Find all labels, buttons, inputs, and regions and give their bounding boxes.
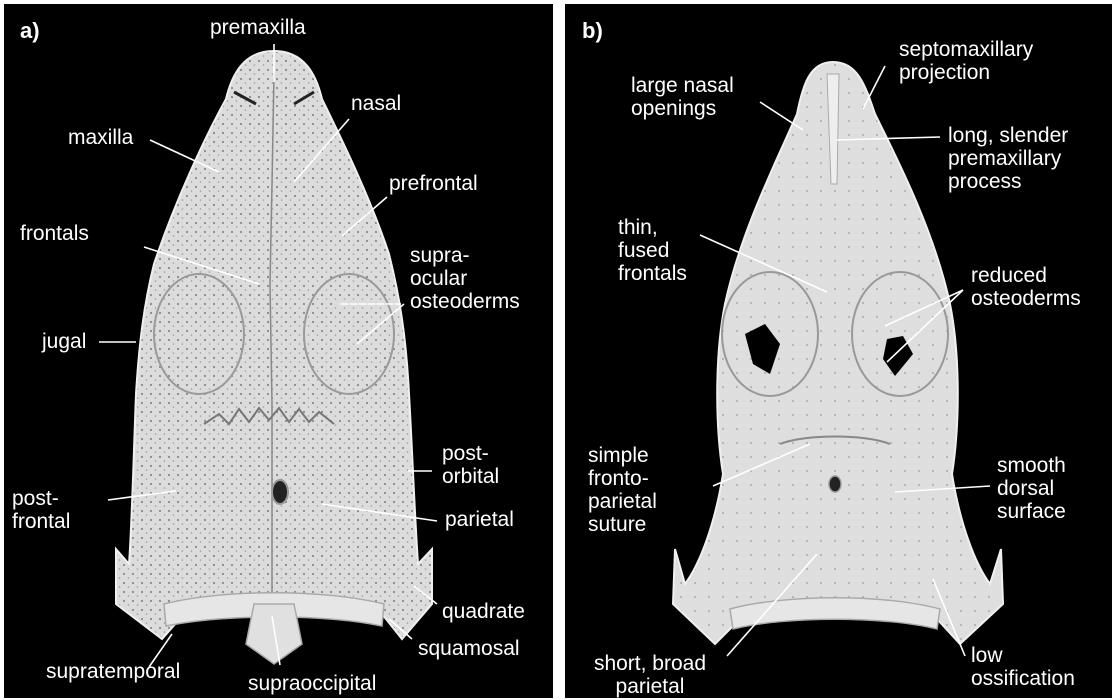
label-postorbital-line-1: post- [442,442,499,465]
label-suture-line-3: parietal [588,490,657,513]
label-supraocular-line-1: supra- [410,244,520,267]
label-postorbital-line-2: orbital [442,465,499,488]
label-postfrontal-line-2: frontal [12,510,70,533]
label-septomaxillary-line-1: septomaxillary [899,38,1033,61]
label-frontals-line-2: fused [618,239,687,262]
label-suture-line-1: simple [588,444,657,467]
label-septomaxillary-line-2: projection [899,61,1033,84]
label-fronto-parietal-suture: simple fronto- parietal suture [588,444,657,536]
label-ossification-line-1: low [971,644,1075,667]
panel-b-letter: b) [582,18,603,44]
label-smooth-dorsal-surface: smooth dorsal surface [997,454,1066,523]
label-dorsal-line-2: dorsal [997,477,1066,500]
label-supraoccipital: supraoccipital [248,672,376,695]
label-premaxillary-line-1: long, slender [948,124,1068,147]
label-dorsal-line-1: smooth [997,454,1066,477]
label-septomaxillary-projection: septomaxillary projection [899,38,1033,84]
panel-b: b) large nasal openings septomaxillary p… [565,4,1112,698]
label-osteoderms-line-1: reduced [971,264,1081,287]
label-supraocular-osteoderms: supra- ocular osteoderms [410,244,520,313]
label-parietal-line-1: short, broad [565,652,735,675]
panel-a: a) premaxilla nasal maxilla prefrontal f… [4,4,553,698]
label-premaxillary-line-3: process [948,170,1068,193]
label-supratemporal: supratemporal [46,660,180,683]
label-large-nasal-openings: large nasal openings [631,74,734,120]
label-ossification-line-2: ossification [971,667,1075,690]
label-suture-line-2: fronto- [588,467,657,490]
label-frontals: frontals [20,222,89,245]
label-prefrontal: prefrontal [389,172,478,195]
label-premaxilla: premaxilla [210,16,306,39]
label-nasal-openings-line-1: large nasal [631,74,734,97]
label-fused-frontals: thin, fused frontals [618,216,687,285]
panel-a-letter: a) [20,18,40,44]
label-frontals-line-3: frontals [618,262,687,285]
label-premaxillary-process: long, slender premaxillary process [948,124,1068,193]
label-frontals-line-1: thin, [618,216,687,239]
label-maxilla: maxilla [68,126,133,149]
label-postfrontal: post- frontal [12,487,70,533]
label-osteoderms-line-2: osteoderms [971,287,1081,310]
label-supraocular-line-2: ocular [410,267,520,290]
label-short-broad-parietal: short, broad parietal [565,652,735,698]
label-suture-line-4: suture [588,513,657,536]
label-premaxillary-line-2: premaxillary [948,147,1068,170]
label-postfrontal-line-1: post- [12,487,70,510]
label-low-ossification: low ossification [971,644,1075,690]
label-parietal-line-2: parietal [565,675,735,698]
label-quadrate: quadrate [442,600,525,623]
label-reduced-osteoderms: reduced osteoderms [971,264,1081,310]
label-jugal: jugal [42,330,86,353]
label-supraocular-line-3: osteoderms [410,290,520,313]
label-dorsal-line-3: surface [997,500,1066,523]
label-postorbital: post- orbital [442,442,499,488]
label-parietal: parietal [445,508,514,531]
label-nasal-openings-line-2: openings [631,97,734,120]
label-nasal: nasal [351,92,401,115]
label-squamosal: squamosal [418,637,520,660]
